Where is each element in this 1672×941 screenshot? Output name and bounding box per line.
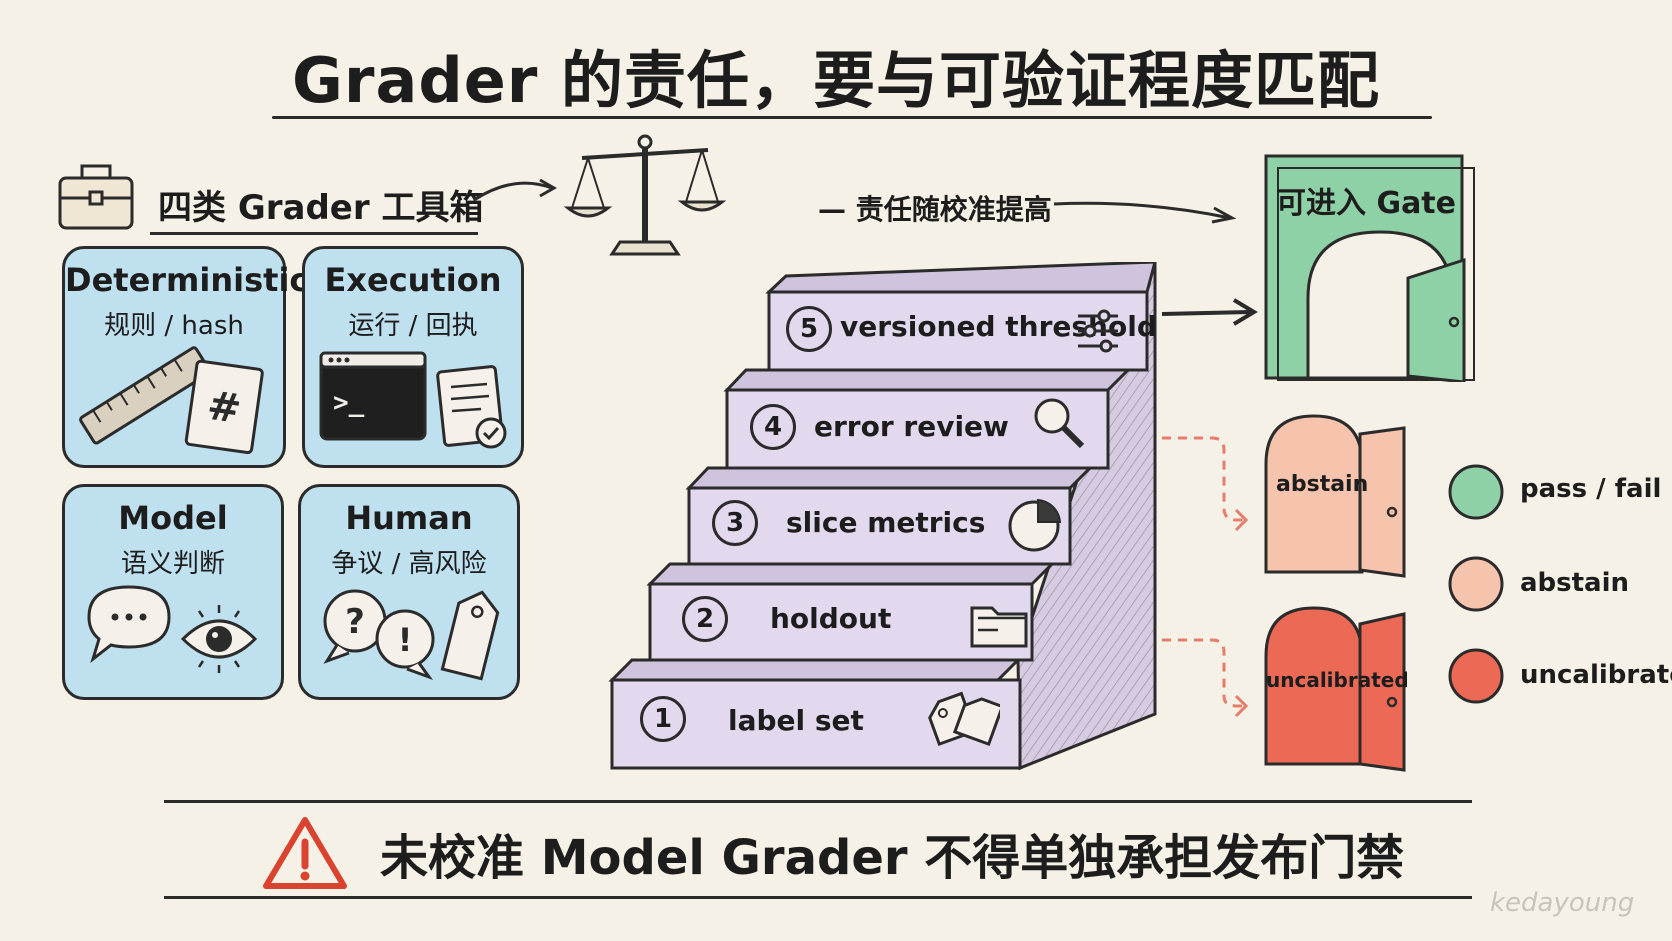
door-label: uncalibrated: [1266, 668, 1409, 692]
uncalibrated-door: [1264, 606, 1406, 772]
legend-swatch-pass: [1448, 464, 1504, 520]
step-label: slice metrics: [786, 506, 986, 539]
step-label: error review: [814, 410, 1009, 443]
gate-doorway: [1264, 154, 1475, 382]
warning-bottom-rule: [164, 896, 1472, 899]
svg-text:>_: >_: [333, 388, 365, 418]
card-model: Model 语义判断: [62, 484, 284, 700]
arrow-step5-to-gate: [1161, 298, 1258, 326]
legend-swatch-uncalibrated: [1448, 648, 1504, 704]
step-number: 3: [712, 500, 758, 546]
card-subtitle: 运行 / 回执: [348, 311, 478, 341]
card-title: Model: [118, 499, 228, 537]
card-title: Human: [345, 499, 473, 537]
legend-label: uncalibrated: [1520, 660, 1672, 690]
card-subtitle: 语义判断: [120, 549, 225, 579]
speech-eye-icon: [87, 585, 258, 673]
card-execution: Execution 运行 / 回执 >_: [302, 246, 524, 468]
card-human: Human 争议 / 高风险 ? !: [298, 484, 520, 700]
page-title: Grader 的责任，要与可验证程度匹配: [292, 44, 1380, 117]
card-subtitle: 争议 / 高风险: [331, 549, 487, 579]
watermark: kedayoung: [1490, 888, 1635, 918]
gate-label: 可进入 Gate: [1276, 186, 1456, 221]
step-label: label set: [728, 704, 864, 737]
sliders-icon: [1078, 309, 1118, 353]
warning-icon: [263, 817, 347, 889]
svg-text:#: #: [204, 383, 244, 433]
toolbox-heading: 四类 Grader 工具箱: [158, 188, 484, 228]
step-number: 2: [682, 596, 728, 642]
arrow-to-gate: [1053, 201, 1237, 224]
toolbox-icon: [58, 164, 134, 230]
magnifier-icon: [1034, 398, 1085, 449]
warning-top-rule: [164, 800, 1472, 803]
card-title: Execution: [324, 261, 502, 299]
svg-text:!: !: [398, 621, 413, 659]
terminal-receipt-icon: >_: [319, 351, 507, 449]
step-number: 1: [640, 696, 686, 742]
question-tag-icon: ? !: [323, 589, 500, 681]
door-label: abstain: [1276, 472, 1369, 497]
arrow-to-scale: [473, 178, 558, 202]
title-underline: [272, 116, 1432, 119]
ruler-hash-icon: #: [79, 346, 264, 455]
abstain-door: [1264, 414, 1406, 578]
legend-label: abstain: [1520, 568, 1630, 598]
card-subtitle: 规则 / hash: [104, 311, 244, 341]
tags-icon: [928, 691, 1000, 747]
pie-chart-icon: [1008, 498, 1062, 552]
warning-message: 未校准 Model Grader 不得单独承担发布门禁: [380, 830, 1405, 886]
card-title: Deterministic: [65, 261, 309, 299]
svg-text:?: ?: [345, 602, 365, 642]
balance-scale-icon: [564, 134, 726, 256]
responsibility-label: — 责任随校准提高: [818, 193, 1052, 226]
legend-swatch-abstain: [1448, 556, 1504, 612]
card-deterministic: Deterministic 规则 / hash #: [62, 246, 309, 468]
step-label: holdout: [770, 602, 892, 635]
toolbox-underline: [150, 232, 478, 235]
dashed-arrows-to-doors: [1162, 436, 1249, 718]
step-number: 5: [786, 306, 832, 352]
legend-label: pass / fail: [1520, 474, 1662, 504]
folder-icon: [970, 606, 1028, 648]
step-number: 4: [750, 404, 796, 450]
